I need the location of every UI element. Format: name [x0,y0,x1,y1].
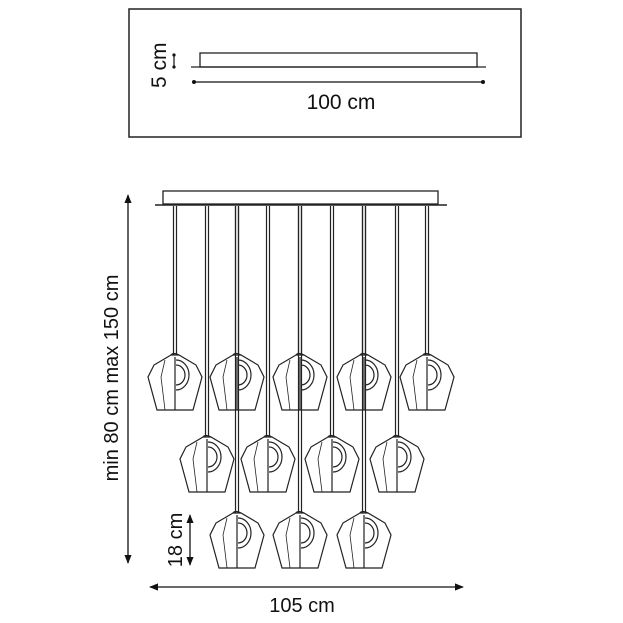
overall-width-label: 105 cm [269,595,335,617]
pendant-shade [399,206,455,411]
shade-outline [369,436,425,493]
shade-outline [399,354,455,411]
pendant-shade [209,206,265,411]
crescent-reflector [237,359,252,391]
crescent-reflector [427,359,442,391]
pendant-shade [147,206,203,411]
pendant-shade [179,206,235,493]
top-view-box: 5 cm 100 cm [128,8,522,138]
shade-outline [304,436,360,493]
canopy-top-outline [199,52,478,68]
pendant-shade [272,206,328,411]
top-width-label: 100 cm [307,91,376,114]
overall-height-label: min 80 cm max 150 cm [101,275,123,482]
shade-outline [240,436,296,493]
shade-outline [336,354,392,411]
top-height-label: 5 cm [148,42,171,88]
shade-outline [209,512,265,569]
shade-outline [147,354,203,411]
pendant-shade [369,206,425,493]
crescent-reflector [207,441,222,473]
shade-height-label: 18 cm [165,513,187,567]
crescent-reflector [300,359,315,391]
crescent-reflector [300,517,315,549]
pendant-shades [147,206,455,569]
crescent-reflector [364,359,379,391]
pendant-shade [304,206,360,493]
shade-outline [272,512,328,569]
canopy [155,190,447,206]
pendant-shade [240,206,296,493]
crescent-reflector [268,441,283,473]
crescent-reflector [237,517,252,549]
width-dimension-100cm [192,80,485,84]
pendant-shade [272,206,328,569]
shade-outline [336,512,392,569]
shade-outline [209,354,265,411]
pendant-shade [209,206,265,569]
crescent-reflector [332,441,347,473]
crescent-reflector [397,441,412,473]
shade-outline [179,436,235,493]
height-dimension-5cm [172,53,176,69]
crescent-reflector [175,359,190,391]
shade-outline [272,354,328,411]
crescent-reflector [364,517,379,549]
pendant-shade [336,206,392,569]
pendant-shade [336,206,392,411]
